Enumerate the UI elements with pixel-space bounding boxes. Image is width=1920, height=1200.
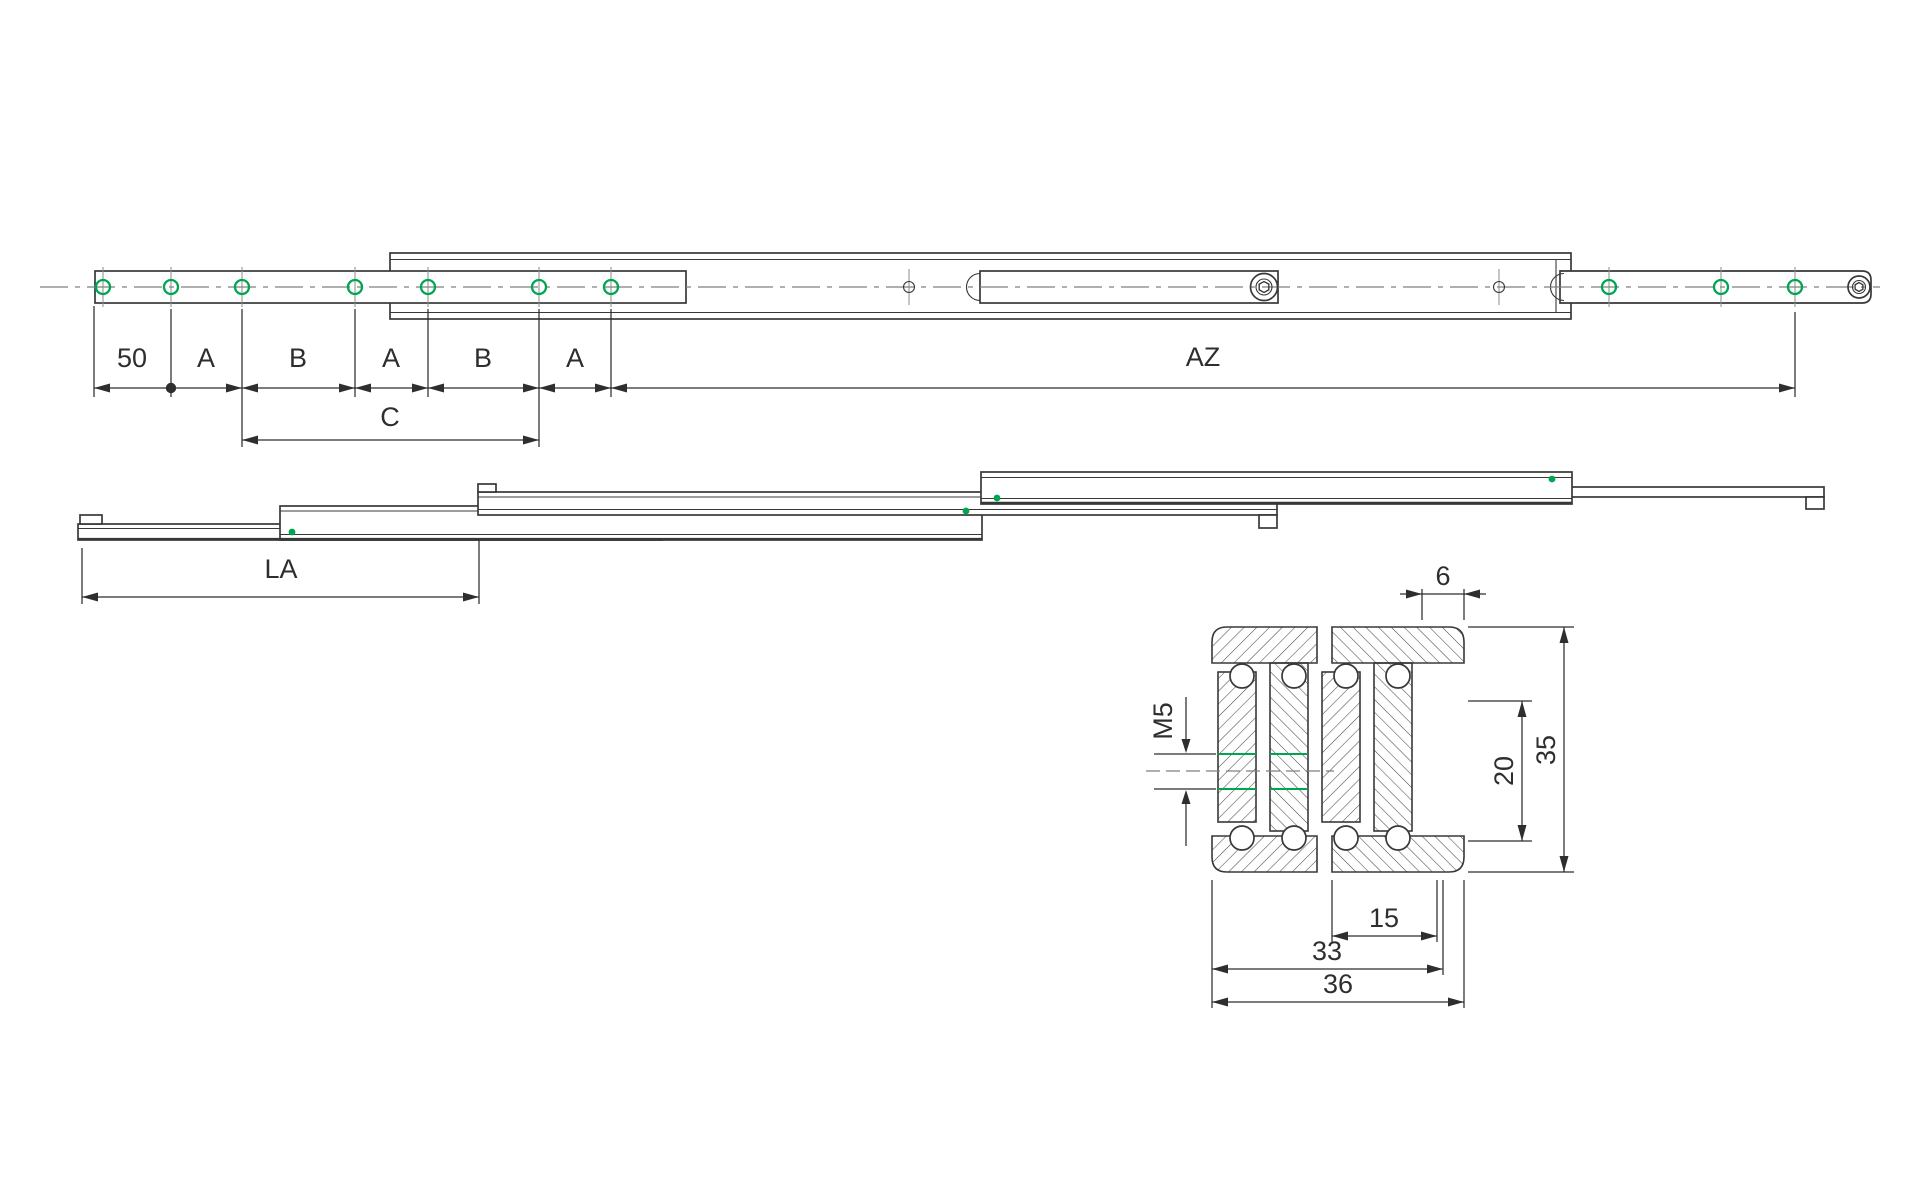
section-dimensions: M5 6 20 35 [1148,561,1574,1008]
mounting-hole [94,278,112,296]
dimension-hole-spacing: 50 A B A B A [94,343,1795,394]
extension-end-tab [1805,496,1825,510]
dimension-15: 15 [1331,880,1438,942]
dimension-33: 33 [1211,880,1444,1008]
ball [1333,825,1359,851]
top-view-closed [40,252,1880,320]
dim-label-m5: M5 [1148,702,1178,740]
plain-hole [1492,280,1506,294]
ball-bearings [1229,663,1411,851]
dim-label-a: A [382,343,400,373]
dimension-20: 20 [1468,700,1532,842]
ball [1385,663,1411,689]
section-cap-top-left [1211,626,1318,664]
ball [1229,663,1255,689]
section-cap-bottom-right [1331,835,1465,873]
mounting-hole [1786,278,1804,296]
window-notch [965,272,981,302]
member-1-tab [79,514,103,525]
dim-label-35: 35 [1531,735,1561,765]
detent-dot [1548,475,1556,483]
ball [1229,825,1255,851]
mounting-hole [602,278,620,296]
bolt-head [1847,275,1871,299]
dim-label-33: 33 [1312,936,1342,966]
dim-label-a: A [197,343,215,373]
dim-label-a: A [566,343,584,373]
ball [1281,663,1307,689]
detent-dot [993,494,1001,502]
detent-dot [288,528,296,536]
dim-label-50: 50 [117,343,147,373]
section-member [1321,671,1361,823]
plain-hole [902,280,916,294]
dimension-la: LA [81,540,480,604]
dimension-az: AZ [1186,342,1221,372]
dimension-36: 36 [1212,880,1465,1008]
mounting-hole [1600,278,1618,296]
dimension-c: C [242,402,539,445]
slide-member-4 [980,471,1573,505]
dimension-m5: M5 [1148,697,1216,846]
mounting-hole [1712,278,1730,296]
mounting-hole [233,278,251,296]
section-member [1269,662,1309,832]
dim-label-b: B [289,343,307,373]
mounting-hole [162,278,180,296]
top-view-dimensions: 50 A B A B A AZ C [93,306,1796,447]
mounting-holes [94,278,1804,296]
section-member [1373,662,1413,832]
cross-section-view [1146,626,1465,873]
dim-label-15: 15 [1369,903,1399,933]
bolt-head [1249,272,1279,302]
dimension-35: 35 [1468,626,1574,873]
extended-view [77,471,1825,541]
detent-dot [962,507,970,515]
dim-label-6: 6 [1435,561,1450,591]
dim-label-b: B [474,343,492,373]
dim-label-36: 36 [1323,969,1353,999]
dim-label-20: 20 [1489,756,1519,786]
hole-center-ticks [102,267,1796,307]
datum-dot [165,382,177,394]
dimension-6: 6 [1400,561,1486,620]
ball [1333,663,1359,689]
drawer-rail-right [1559,270,1872,304]
mounting-hole [419,278,437,296]
ball [1385,825,1411,851]
dim-label-la: LA [264,554,297,584]
mounting-hole [530,278,548,296]
section-member [1217,671,1257,823]
section-cap-top-right [1331,626,1465,664]
ball [1281,825,1307,851]
member-3-end-tab [1258,514,1278,529]
mounting-hole [346,278,364,296]
member-3-tab [477,483,497,493]
dim-label-az: AZ [1186,342,1221,372]
dim-label-c: C [380,402,400,432]
